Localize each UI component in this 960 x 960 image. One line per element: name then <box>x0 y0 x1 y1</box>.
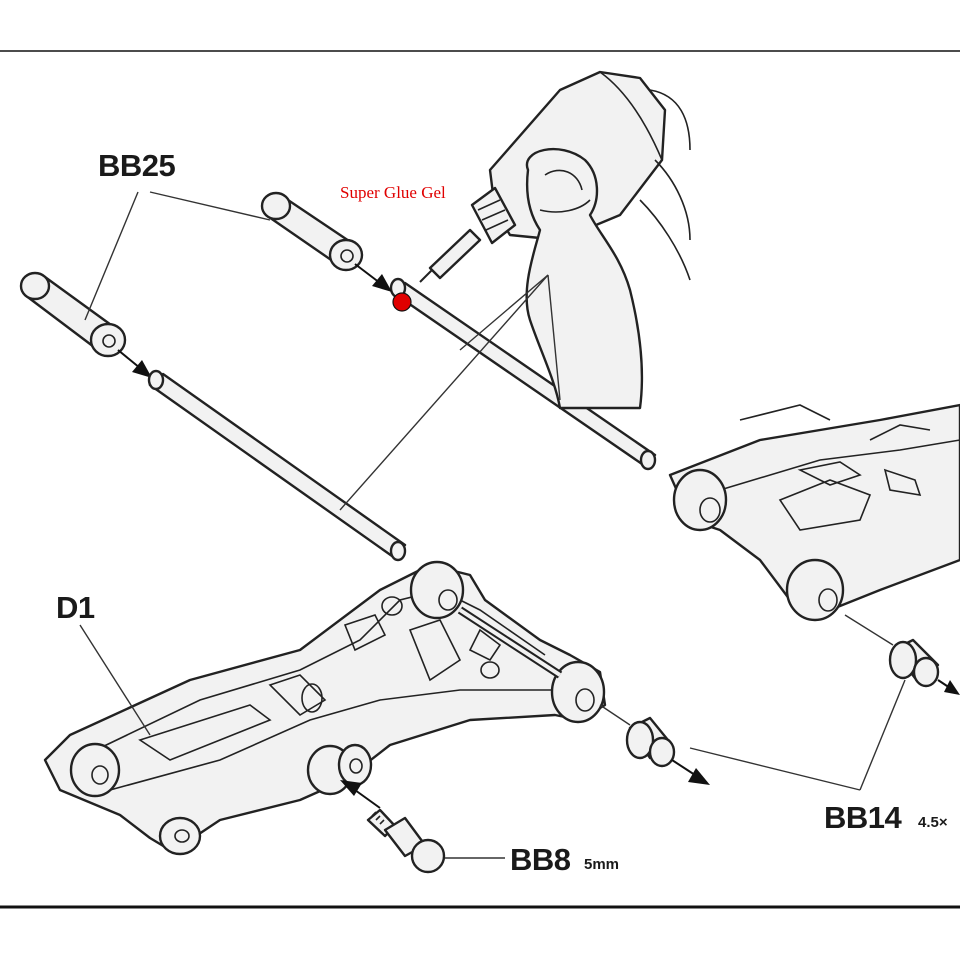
d1-suspension-arm <box>43 560 607 856</box>
label-bb8: BB8 <box>510 842 571 877</box>
label-bb8-size: 5mm <box>584 856 619 873</box>
insert-arrow-upper <box>354 263 392 292</box>
label-bb14: BB14 <box>824 800 903 835</box>
label-super-glue-gel: Super Glue Gel <box>340 183 446 202</box>
label-d1: D1 <box>56 590 95 625</box>
insert-arrow-lower <box>117 349 152 378</box>
bb8-arrow <box>340 780 381 809</box>
label-bb25: BB25 <box>98 148 176 183</box>
bb25-sleeve-lower <box>19 271 127 358</box>
glue-application-point <box>392 292 412 312</box>
bb14-arrow-right <box>937 679 960 695</box>
hinge-pin-lower <box>147 369 407 562</box>
bb14-arrow-left <box>671 759 710 785</box>
label-bb14-size: 4.5× <box>918 814 948 831</box>
bb8-ball-stud <box>366 808 446 874</box>
leader-lines <box>79 191 906 859</box>
bb25-sleeve-upper <box>260 191 364 272</box>
bb14-bushing-right <box>844 614 940 688</box>
hand-holding-bottle <box>525 89 691 410</box>
right-suspension-arm <box>668 403 960 622</box>
bb14-bushing-left <box>599 704 676 768</box>
